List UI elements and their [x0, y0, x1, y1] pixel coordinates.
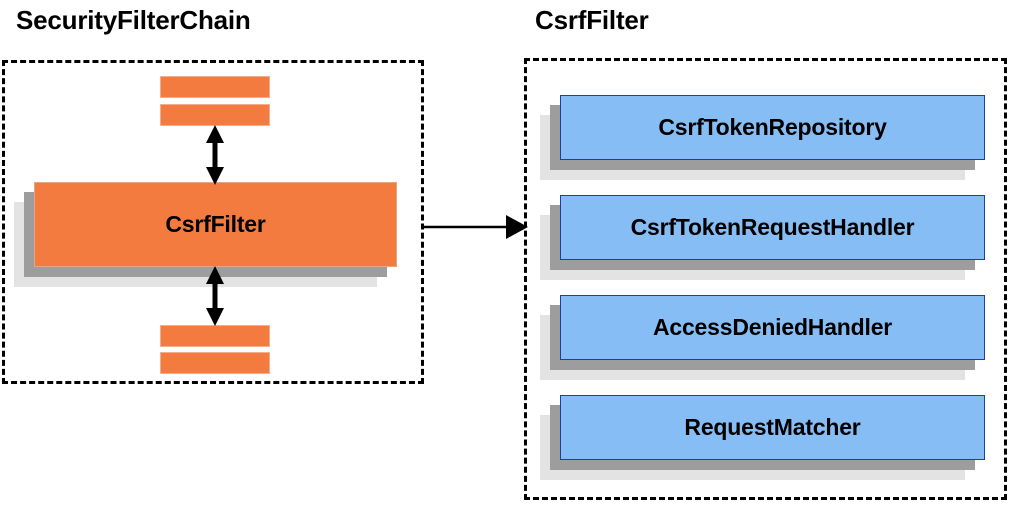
filter-bar-top-2[interactable] — [160, 104, 270, 126]
chain-down-arrow — [206, 266, 224, 326]
chain-up-arrow — [206, 125, 224, 185]
csrf-token-request-handler-box[interactable]: CsrfTokenRequestHandler — [540, 195, 985, 280]
panel-security-filter-chain — [2, 60, 424, 384]
filter-bar-bottom-2[interactable] — [160, 352, 270, 374]
csrf-token-repository-box[interactable]: CsrfTokenRepository — [540, 95, 985, 180]
csrf-filter-box[interactable]: CsrfFilter — [14, 182, 397, 287]
panel-csrf-filter — [524, 58, 1007, 500]
request-matcher-box[interactable]: RequestMatcher — [540, 395, 985, 480]
csrf-filter-label: CsrfFilter — [34, 182, 397, 267]
access-denied-handler-box[interactable]: AccessDeniedHandler — [540, 295, 985, 380]
filter-bar-top-1[interactable] — [160, 76, 270, 98]
csrf-token-request-handler-label: CsrfTokenRequestHandler — [560, 195, 985, 260]
panel-title-csrf-filter: CsrfFilter — [535, 5, 649, 35]
access-denied-handler-label: AccessDeniedHandler — [560, 295, 985, 360]
panel-title-security-filter-chain: SecurityFilterChain — [16, 5, 251, 35]
filter-bar-bottom-1[interactable] — [160, 325, 270, 347]
request-matcher-label: RequestMatcher — [560, 395, 985, 460]
csrf-token-repository-label: CsrfTokenRepository — [560, 95, 985, 160]
expand-arrow — [422, 215, 528, 239]
